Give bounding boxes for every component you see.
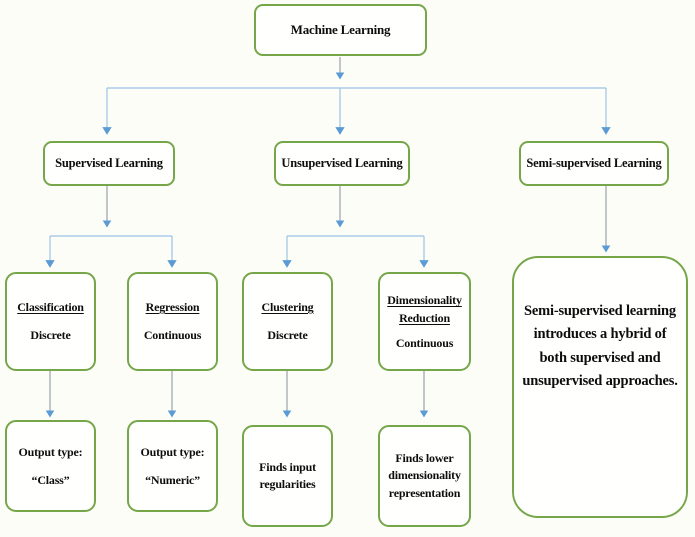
node-semi-supervised-learning[interactable]: Semi-supervised Learning: [519, 141, 669, 186]
node-dimensionality-reduction-heading-line1: Dimensionality: [387, 293, 462, 308]
node-unsupervised-learning-label: Unsupervised Learning: [281, 156, 403, 170]
node-finds-lower-dimensionality[interactable]: Finds lower dimensionality representatio…: [378, 425, 471, 527]
node-clustering-detail: Discrete: [267, 328, 308, 342]
node-finds-lower-dimensionality-line-3: representation: [388, 485, 461, 500]
node-numeric-output[interactable]: Output type: “Numeric”: [127, 420, 218, 512]
semi-description-line-3: both supervised and: [539, 349, 661, 366]
node-finds-input-regularities-line-1: Finds input: [259, 459, 316, 474]
node-numeric-output-line-2: “Numeric”: [145, 472, 200, 487]
node-machine-learning[interactable]: Machine Learning: [254, 4, 427, 56]
node-class-output-line-2: “Class”: [31, 472, 70, 487]
semi-description-line-2: introduces a hybrid of: [533, 326, 667, 343]
node-supervised-learning-label: Supervised Learning: [55, 156, 163, 170]
node-semi-supervised-learning-label: Semi-supervised Learning: [526, 156, 662, 170]
semi-description-line-4: unsupervised approaches.: [522, 373, 678, 390]
node-dimensionality-reduction[interactable]: Dimensionality Reduction Continuous: [378, 272, 471, 371]
node-machine-learning-label: Machine Learning: [290, 22, 391, 37]
node-classification[interactable]: Classification Discrete: [5, 272, 96, 371]
node-dimensionality-reduction-heading-line2: Reduction: [399, 310, 450, 325]
node-finds-input-regularities[interactable]: Finds input regularities: [242, 425, 333, 527]
node-classification-heading: Classification: [17, 300, 84, 314]
node-finds-lower-dimensionality-line-2: dimensionality: [388, 468, 461, 483]
node-clustering-heading: Clustering: [261, 300, 314, 314]
node-finds-input-regularities-line-2: regularities: [259, 477, 316, 491]
node-class-output[interactable]: Output type: “Class”: [5, 420, 96, 512]
node-clustering[interactable]: Clustering Discrete: [242, 272, 333, 371]
node-classification-detail: Discrete: [30, 328, 71, 342]
node-dimensionality-reduction-detail: Continuous: [395, 335, 454, 350]
node-regression-detail: Continuous: [143, 328, 202, 342]
node-regression[interactable]: Regression Continuous: [127, 272, 218, 371]
node-semi-supervised-description[interactable]: Semi-supervised learning introduces a hy…: [512, 256, 688, 518]
node-supervised-learning[interactable]: Supervised Learning: [43, 141, 175, 186]
node-class-output-line-1: Output type:: [18, 444, 83, 459]
node-unsupervised-learning[interactable]: Unsupervised Learning: [274, 141, 410, 186]
node-regression-heading: Regression: [145, 300, 200, 314]
semi-description-line-1: Semi-supervised learning: [524, 303, 676, 319]
node-numeric-output-line-1: Output type:: [140, 444, 205, 459]
node-finds-lower-dimensionality-line-1: Finds lower: [395, 451, 454, 466]
